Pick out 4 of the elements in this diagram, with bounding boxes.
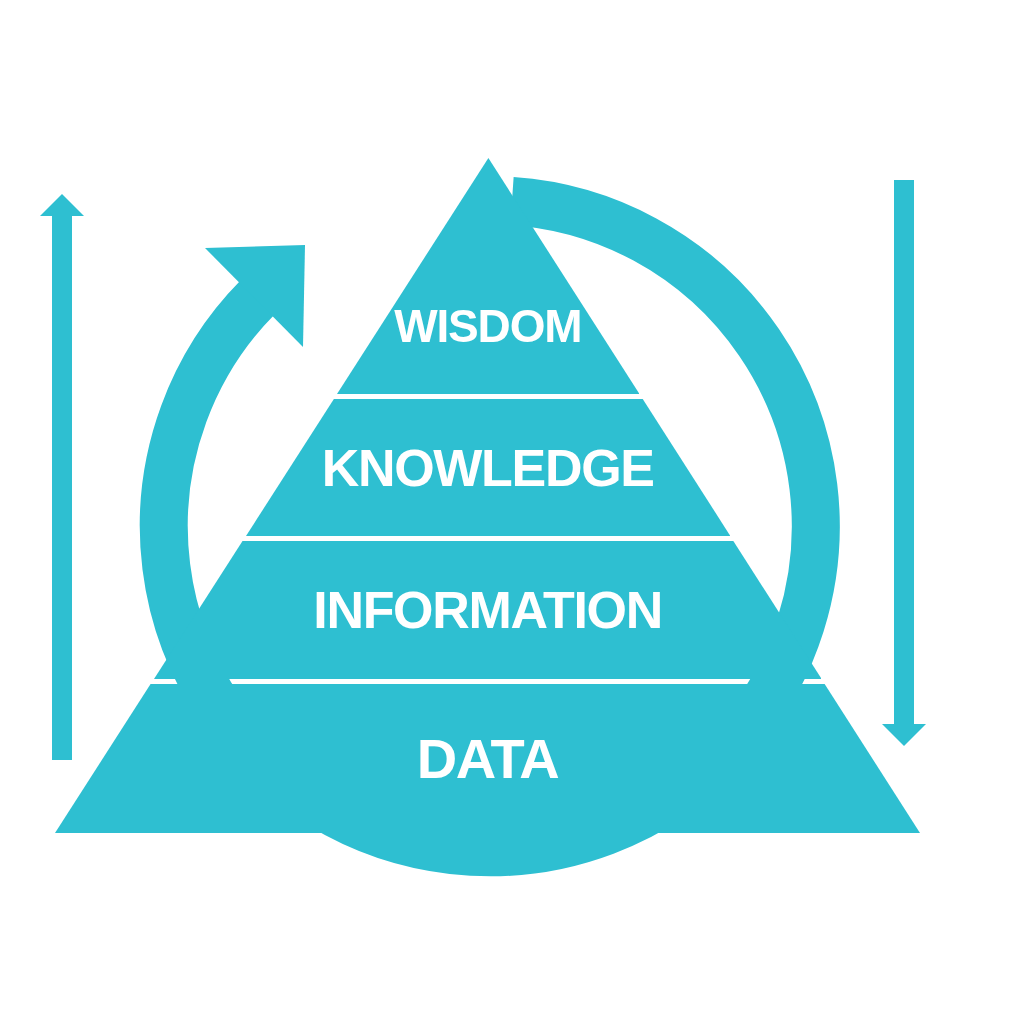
layer-label: INFORMATION bbox=[313, 584, 662, 636]
layer-label: DATA bbox=[416, 730, 559, 787]
layer-label: KNOWLEDGE bbox=[321, 441, 654, 494]
layer-label: WISDOM bbox=[394, 303, 582, 349]
